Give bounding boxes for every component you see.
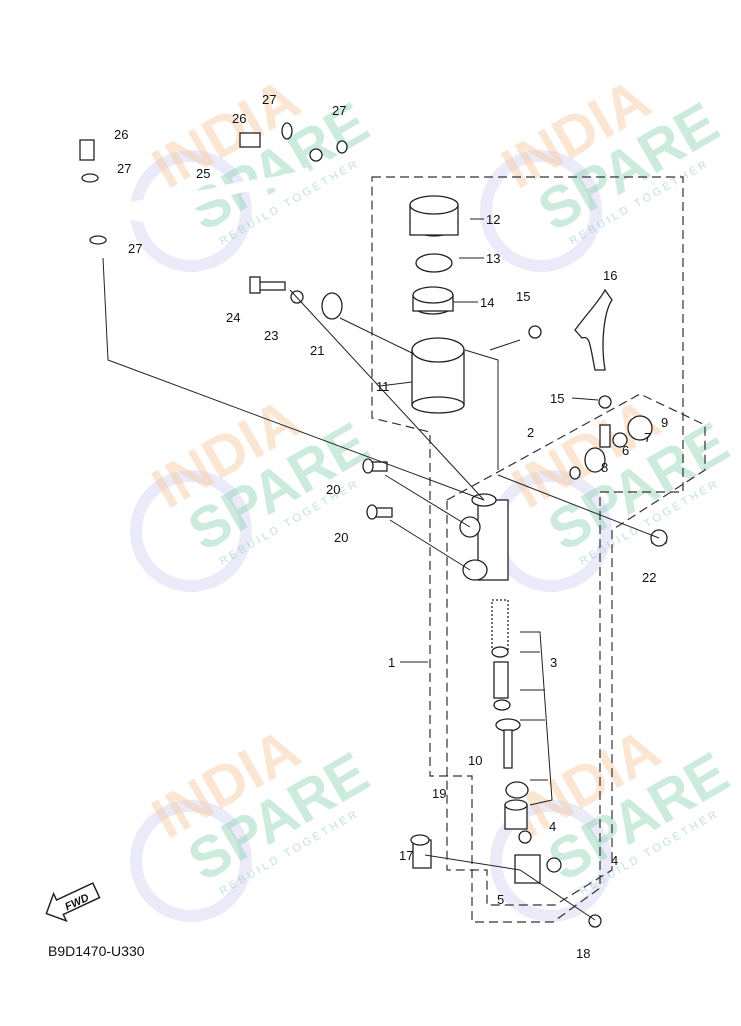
- callout: 2: [527, 425, 534, 440]
- fasteners: [249, 276, 393, 520]
- callout: 19: [432, 786, 446, 801]
- callout: 15: [516, 289, 530, 304]
- callout-labels: 26 27 25 27 27 26 27 12 13 14 15 16 11 1…: [114, 92, 668, 961]
- callout: 22: [642, 570, 656, 585]
- callout: 8: [601, 460, 608, 475]
- callout: 27: [262, 92, 276, 107]
- callout: 15: [550, 391, 564, 406]
- assembly-outline-1: [371, 176, 684, 923]
- callout: 13: [486, 251, 500, 266]
- assembly-outline-2: [446, 393, 706, 906]
- callout: 20: [326, 482, 340, 497]
- fwd-arrow-icon: FWD: [45, 882, 101, 923]
- callout: 12: [486, 212, 500, 227]
- callout: 9: [661, 415, 668, 430]
- callout: 1: [388, 655, 395, 670]
- callout: 5: [497, 892, 504, 907]
- callout: 27: [128, 241, 142, 256]
- callout: 25: [196, 166, 210, 181]
- master-cylinder: [410, 493, 602, 928]
- callout: 20: [334, 530, 348, 545]
- callout: 27: [332, 103, 346, 118]
- callout: 6: [622, 443, 629, 458]
- callout: 26: [232, 111, 246, 126]
- callout: 7: [644, 430, 651, 445]
- callout: 17: [399, 848, 413, 863]
- callout: 26: [114, 127, 128, 142]
- brake-hose: [78, 122, 348, 245]
- callout: 11: [376, 379, 390, 394]
- callout: 24: [226, 310, 240, 325]
- diagram-code: B9D1470-U330: [48, 943, 145, 959]
- watermark: INDIA SPARE REBUILD TOGETHER INDIA SPARE…: [129, 66, 739, 922]
- callout: 4: [611, 853, 618, 868]
- callout: 3: [550, 655, 557, 670]
- callout: 14: [480, 295, 494, 310]
- callout: 23: [264, 328, 278, 343]
- callout: 18: [576, 946, 590, 961]
- callout: 10: [468, 753, 482, 768]
- callout: 21: [310, 343, 324, 358]
- callout: 16: [603, 268, 617, 283]
- callout: 4: [549, 819, 556, 834]
- leader-lines: [102, 218, 660, 921]
- callout: 27: [117, 161, 131, 176]
